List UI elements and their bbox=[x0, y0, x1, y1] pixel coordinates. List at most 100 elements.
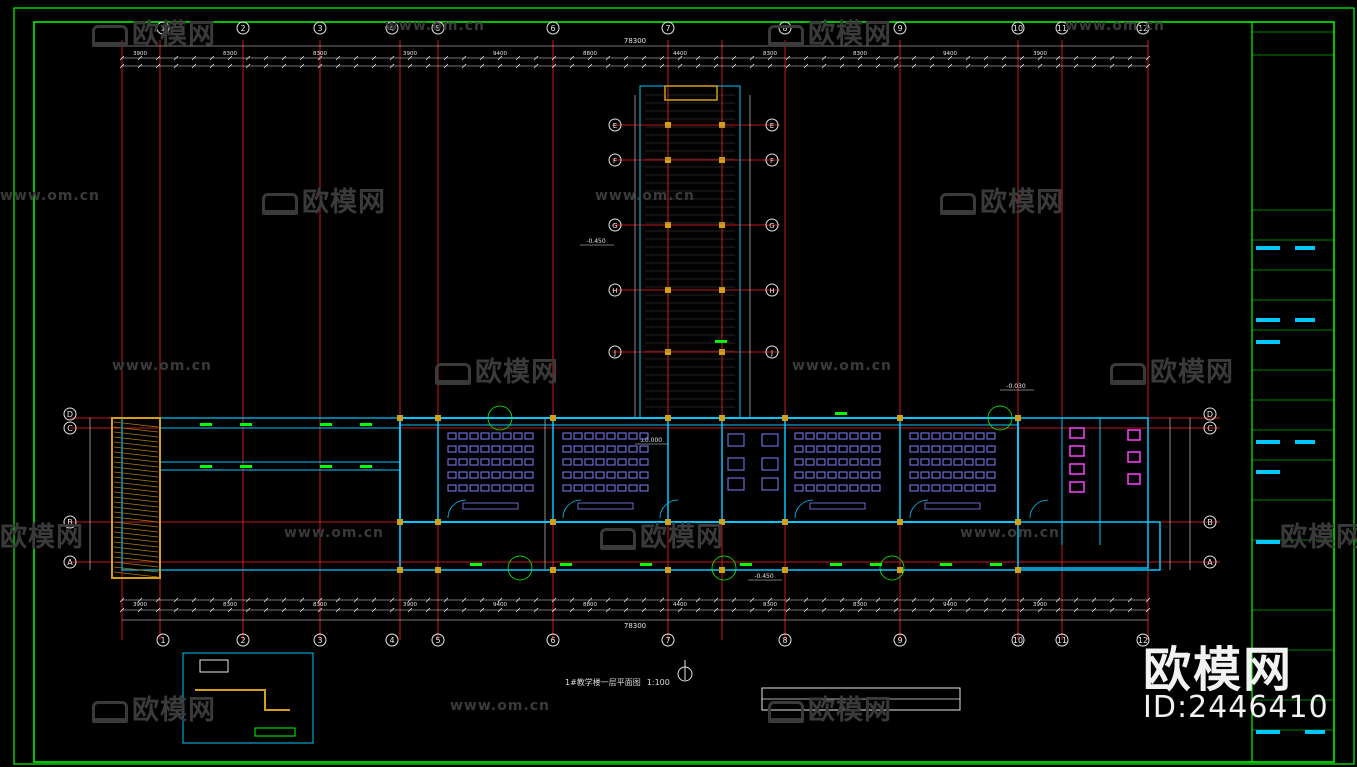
watermark-brand: 欧模网 bbox=[262, 180, 386, 219]
dim-tick bbox=[893, 55, 899, 61]
watermark-brand: 欧模网 bbox=[92, 12, 216, 51]
column bbox=[665, 222, 671, 228]
axis-label: 4 bbox=[389, 636, 394, 645]
axis-label: D bbox=[1207, 410, 1213, 419]
dim-tick bbox=[965, 55, 971, 61]
column bbox=[665, 519, 671, 525]
bay-dimension: 9400 bbox=[493, 51, 507, 57]
desk bbox=[480, 471, 490, 479]
dim-tick bbox=[947, 63, 953, 69]
dim-tick bbox=[119, 63, 125, 69]
axis-bubble bbox=[1136, 633, 1150, 647]
desk bbox=[816, 445, 826, 453]
watermark-url: www.om.cn bbox=[450, 698, 551, 714]
dim-tick bbox=[191, 63, 197, 69]
bay-dimension: 8300 bbox=[223, 602, 237, 608]
dim-tick bbox=[1019, 607, 1025, 613]
dim-tick bbox=[1145, 607, 1151, 613]
desk bbox=[480, 445, 490, 453]
dim-tick bbox=[623, 63, 629, 69]
desk bbox=[986, 432, 996, 440]
walkway-outline bbox=[121, 417, 401, 571]
opening-mark bbox=[320, 423, 332, 426]
desk bbox=[562, 445, 572, 453]
dimension-chains: 7830078300390039008300830083008300390039… bbox=[89, 37, 1191, 630]
bay-dimension: 8300 bbox=[853, 602, 867, 608]
column bbox=[1015, 415, 1021, 421]
dim-tick bbox=[731, 607, 737, 613]
desk bbox=[794, 432, 804, 440]
watermark-url: www.om.cn bbox=[1065, 18, 1166, 34]
section-marker bbox=[487, 405, 513, 431]
dim-tick bbox=[965, 607, 971, 613]
watermark-brand: 欧模网 bbox=[600, 515, 724, 554]
dim-tick bbox=[875, 607, 881, 613]
dim-tick bbox=[461, 607, 467, 613]
section-marker bbox=[987, 405, 1013, 431]
desk bbox=[573, 458, 583, 466]
desk bbox=[573, 445, 583, 453]
inner-frame bbox=[33, 21, 1335, 763]
opening-mark bbox=[830, 563, 842, 566]
office-desk bbox=[727, 433, 745, 447]
dim-tick bbox=[371, 63, 377, 69]
axis-bubble bbox=[236, 21, 250, 35]
dim-tick bbox=[371, 55, 377, 61]
dim-tick bbox=[335, 597, 341, 603]
toilet-block-outline bbox=[1017, 417, 1149, 569]
bay-dimension: 4400 bbox=[673, 602, 687, 608]
dim-tick bbox=[875, 55, 881, 61]
stair-hatch-line bbox=[113, 571, 159, 578]
dim-tick bbox=[1127, 607, 1133, 613]
desk bbox=[860, 432, 870, 440]
column bbox=[665, 122, 671, 128]
dim-tick bbox=[587, 607, 593, 613]
desk bbox=[606, 471, 616, 479]
dim-tick bbox=[659, 55, 665, 61]
dim-tick bbox=[947, 597, 953, 603]
stair-hatch-line bbox=[113, 511, 159, 518]
desk bbox=[639, 445, 649, 453]
dim-tick bbox=[641, 55, 647, 61]
dim-tick bbox=[245, 597, 251, 603]
column bbox=[397, 415, 403, 421]
desk bbox=[595, 484, 605, 492]
dim-tick bbox=[155, 597, 161, 603]
bay-dimension: 4400 bbox=[673, 51, 687, 57]
desk bbox=[827, 432, 837, 440]
desk bbox=[606, 458, 616, 466]
desk bbox=[606, 484, 616, 492]
dim-tick bbox=[389, 607, 395, 613]
desk bbox=[942, 458, 952, 466]
desk bbox=[909, 458, 919, 466]
column bbox=[435, 519, 441, 525]
dim-tick bbox=[803, 607, 809, 613]
desk bbox=[491, 458, 501, 466]
desk bbox=[584, 458, 594, 466]
dim-tick bbox=[1001, 607, 1007, 613]
desk bbox=[513, 445, 523, 453]
desk bbox=[595, 471, 605, 479]
dim-tick bbox=[335, 607, 341, 613]
desk bbox=[986, 484, 996, 492]
dim-tick bbox=[497, 63, 503, 69]
dim-tick bbox=[623, 597, 629, 603]
sheet-title-text: 1#教学楼一层平面图 bbox=[565, 678, 641, 687]
dim-tick bbox=[785, 63, 791, 69]
desk bbox=[964, 432, 974, 440]
axis-label: 11 bbox=[1057, 24, 1067, 33]
axis-bubble bbox=[1055, 21, 1069, 35]
column bbox=[719, 222, 725, 228]
dim-tick bbox=[695, 597, 701, 603]
axis-bubble bbox=[1203, 555, 1217, 569]
office-desk bbox=[761, 477, 779, 491]
watermark-url: www.om.cn bbox=[112, 358, 213, 374]
desk bbox=[931, 471, 941, 479]
title-block-field bbox=[1256, 470, 1280, 474]
toilet-fixtures bbox=[1069, 427, 1141, 493]
desk bbox=[975, 458, 985, 466]
level-mark: -0.030 bbox=[1006, 383, 1026, 390]
column bbox=[897, 519, 903, 525]
dim-tick bbox=[893, 607, 899, 613]
column bbox=[719, 122, 725, 128]
